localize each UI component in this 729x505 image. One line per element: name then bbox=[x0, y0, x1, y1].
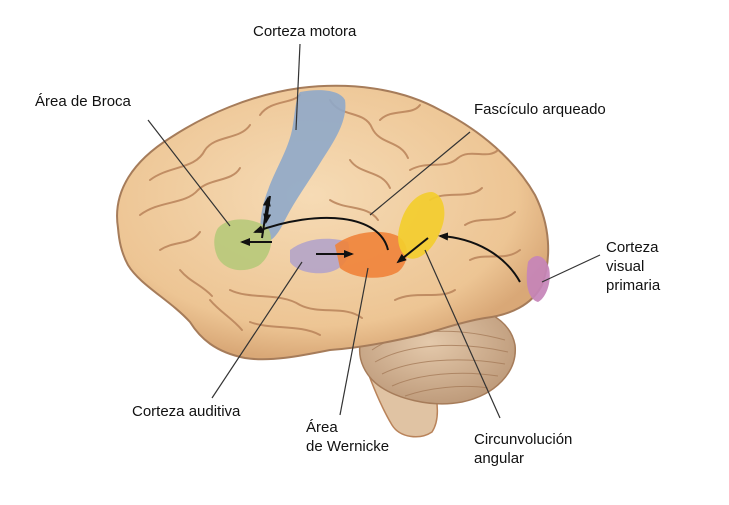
leader-auditory bbox=[211, 261, 303, 399]
label-wernicke: Área de Wernicke bbox=[306, 419, 390, 455]
label-motor-cortex: Corteza motora bbox=[253, 23, 357, 40]
leader-wernicke bbox=[339, 267, 369, 416]
arrow-arcuate bbox=[253, 216, 389, 251]
arrow-angular-wernicke bbox=[396, 237, 429, 264]
label-angular-gyrus: Circunvolución angular bbox=[474, 431, 573, 467]
leader-motor bbox=[295, 43, 301, 131]
leader-visual bbox=[541, 254, 601, 283]
leader-angular bbox=[424, 249, 501, 419]
auditory-region bbox=[290, 238, 350, 274]
angular-region bbox=[398, 192, 445, 259]
label-broca: Área de Broca bbox=[35, 93, 131, 110]
label-auditory-cortex: Corteza auditiva bbox=[132, 403, 241, 420]
arrow-visual-angular bbox=[438, 232, 521, 283]
cerebrum bbox=[116, 84, 550, 361]
leader-arcuate bbox=[369, 131, 471, 216]
leader-broca bbox=[147, 119, 231, 227]
label-visual-cortex: Corteza visual primaria bbox=[606, 239, 661, 294]
motor-cortex-region bbox=[260, 90, 346, 242]
wernicke-region bbox=[335, 231, 407, 278]
visual-region bbox=[526, 256, 550, 302]
label-arcuate: Fascículo arqueado bbox=[474, 101, 606, 118]
